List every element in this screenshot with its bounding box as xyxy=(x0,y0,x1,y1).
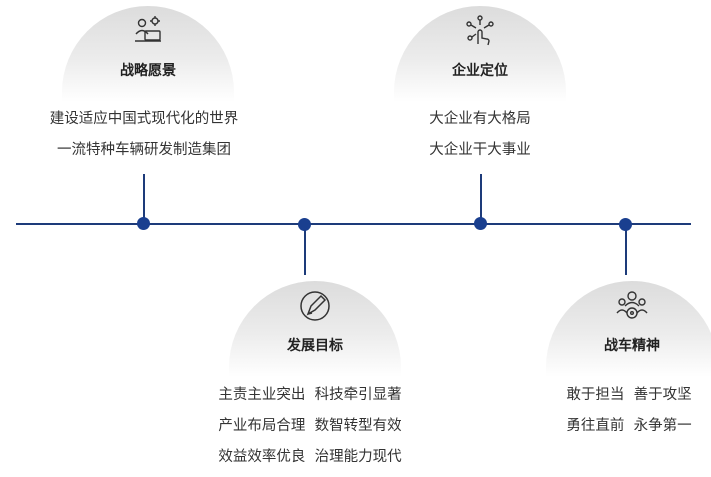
node-title: 企业定位 xyxy=(452,63,508,79)
node-goal-text: 主责主业突出 科技牵引显著 产业布局合理 数智转型有效 效益效率优良 治理能力现… xyxy=(180,380,440,473)
node-position-dome: 企业定位 xyxy=(394,6,566,102)
node-spirit-text: 敢于担当 善于攻坚 勇往直前 永争第一 xyxy=(542,380,711,442)
connector-spirit xyxy=(625,225,627,275)
timeline-dot-spirit xyxy=(619,218,632,231)
connector-position xyxy=(480,174,482,223)
text-line: 产业布局合理 数智转型有效 xyxy=(218,418,402,434)
pen-compass-icon xyxy=(229,289,401,327)
text-line: 主责主业突出 科技牵引显著 xyxy=(218,387,402,403)
text-line: 勇往直前 永争第一 xyxy=(566,418,692,434)
team-collaboration-icon xyxy=(62,14,234,52)
network-pointer-icon xyxy=(394,14,566,52)
node-vision-dome: 战略愿景 xyxy=(62,6,234,102)
text-line: 大企业干大事业 xyxy=(429,142,531,158)
node-position-text: 大企业有大格局 大企业干大事业 xyxy=(400,104,560,166)
timeline-dot-goal xyxy=(298,218,311,231)
timeline-axis xyxy=(16,223,691,225)
text-line: 一流特种车辆研发制造集团 xyxy=(57,142,231,158)
node-title: 战车精神 xyxy=(604,338,660,354)
node-spirit-dome: 战车精神 xyxy=(546,281,711,377)
node-title: 发展目标 xyxy=(287,338,343,354)
node-goal-dome: 发展目标 xyxy=(229,281,401,377)
node-title: 战略愿景 xyxy=(120,63,176,79)
text-line: 大企业有大格局 xyxy=(429,111,531,127)
connector-goal xyxy=(304,225,306,275)
timeline-dot-vision xyxy=(137,217,150,230)
text-line: 建设适应中国式现代化的世界 xyxy=(49,111,239,127)
text-line: 效益效率优良 治理能力现代 xyxy=(218,449,402,465)
node-vision-text: 建设适应中国式现代化的世界 一流特种车辆研发制造集团 xyxy=(22,104,266,166)
group-people-icon xyxy=(546,289,711,327)
text-line: 敢于担当 善于攻坚 xyxy=(566,387,692,403)
connector-vision xyxy=(143,174,145,223)
timeline-dot-position xyxy=(474,217,487,230)
